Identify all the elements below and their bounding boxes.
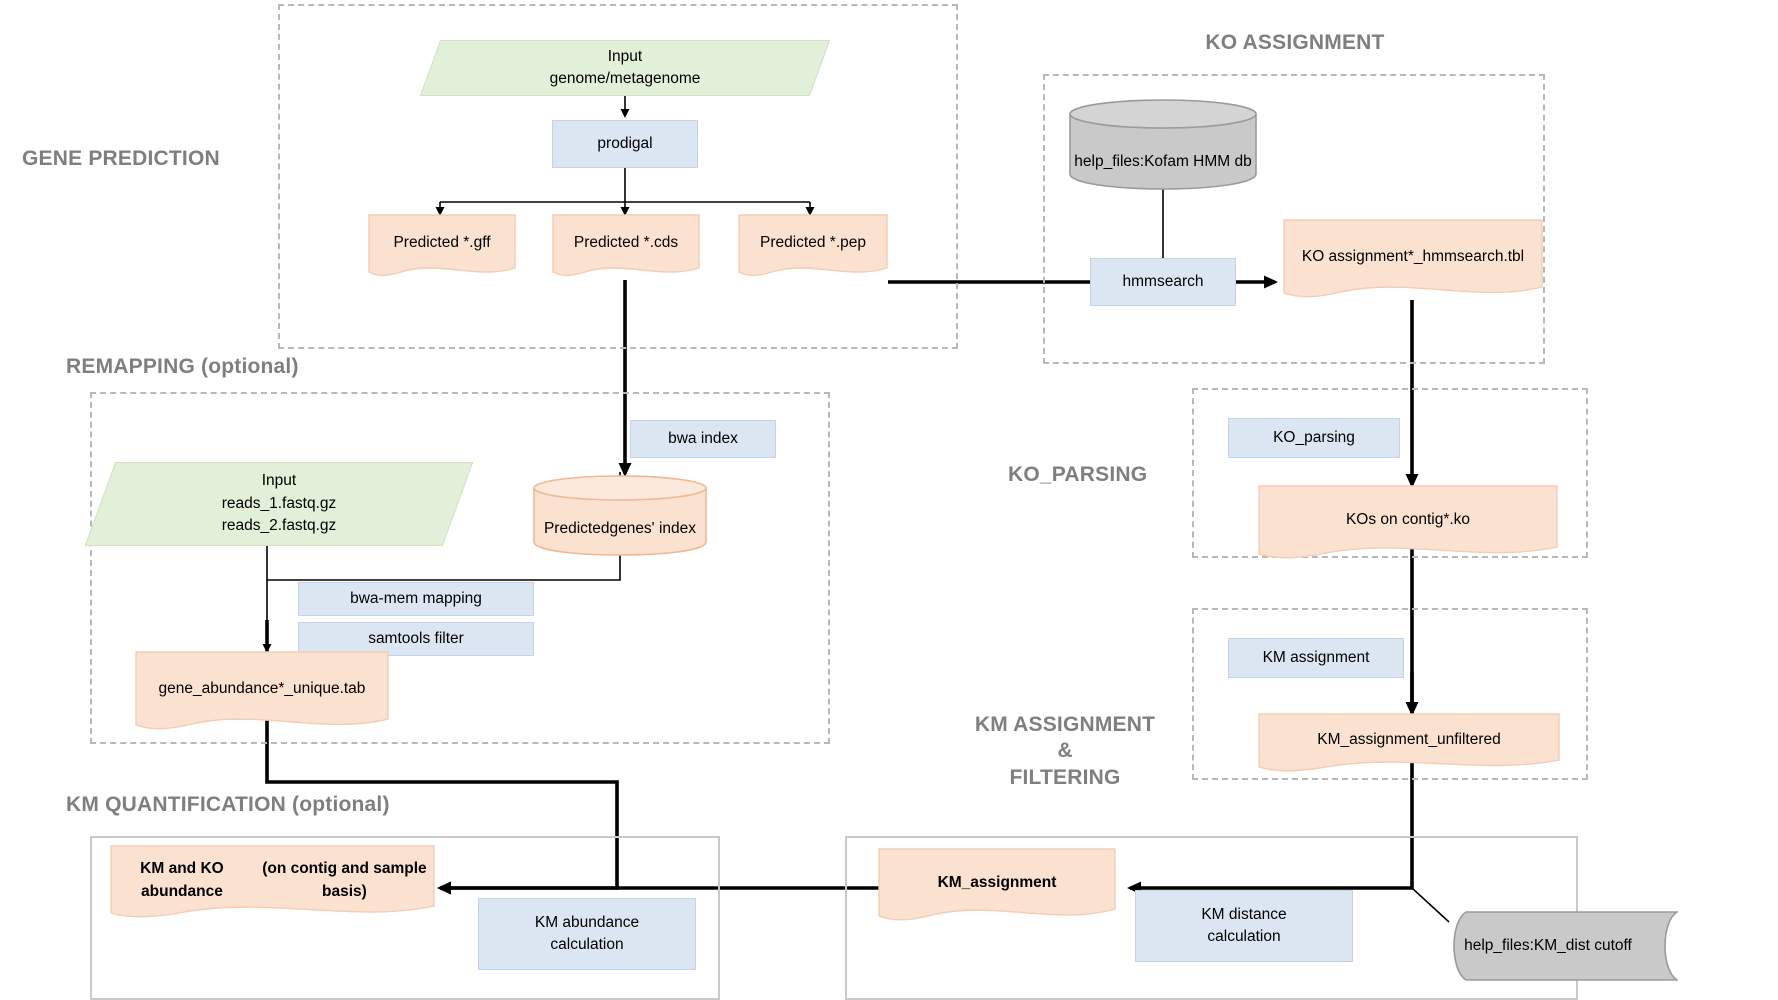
document-shape — [110, 845, 435, 918]
node-km-assignment-output[interactable]: KM_assignment — [878, 848, 1116, 926]
node-kos-on-contig[interactable]: KOs on contig *.ko — [1258, 485, 1558, 563]
node-input-genome[interactable]: Input genome/metagenome — [419, 40, 831, 96]
km-ko-abundance-line2: (on contig and sample basis) — [262, 859, 427, 900]
km-assignment-unfiltered-label: KM_assignment_unfiltered — [1317, 731, 1501, 749]
input-reads-line2: reads_1.fastq.gz — [221, 494, 337, 512]
bwa-mem-mapping-label: bwa-mem mapping — [350, 589, 482, 607]
kos-on-contig-line2: *.ko — [1443, 511, 1471, 529]
km-dist-cutoff-line2: KM_dist cutoff — [1533, 937, 1632, 955]
stored-data-shape — [1453, 911, 1678, 981]
node-predicted-gff[interactable]: Predicted *.gff — [368, 214, 516, 280]
document-shape — [552, 214, 700, 277]
node-input-reads[interactable]: Input reads_1.fastq.gz reads_2.fastq.gz — [84, 462, 474, 546]
group-ko-parsing — [1192, 388, 1588, 558]
node-km-distance-calculation[interactable]: KM distance calculation — [1135, 890, 1353, 962]
km-abundance-calculation-line1: KM abundance — [534, 913, 640, 931]
gene-abundance-line1: gene_abundance — [158, 680, 279, 698]
document-shape — [135, 651, 389, 730]
node-km-assignment-process[interactable]: KM assignment — [1228, 638, 1404, 678]
database-cylinder-shape — [1069, 99, 1257, 190]
km-ko-abundance-line1: KM and KO abundance — [140, 859, 224, 900]
km-assignment-output-label: KM_assignment — [937, 874, 1057, 892]
section-title-remapping: REMAPPING (optional) — [66, 355, 299, 378]
node-predicted-cds[interactable]: Predicted *.cds — [552, 214, 700, 280]
document-shape — [878, 848, 1116, 921]
document-shape — [1258, 485, 1558, 559]
ko-parsing-label: KO_parsing — [1273, 428, 1355, 446]
node-bwa-mem-mapping[interactable]: bwa-mem mapping — [298, 582, 534, 616]
group-remapping — [90, 392, 830, 744]
node-prodigal[interactable]: prodigal — [552, 120, 698, 168]
section-title-gene-prediction: GENE PREDICTION — [22, 147, 220, 170]
node-gene-abundance[interactable]: gene_abundance *_unique.tab — [135, 651, 389, 735]
group-km-quantification — [90, 836, 720, 1000]
kofam-db-line2: Kofam HMM db — [1144, 153, 1252, 171]
km-abundance-calculation-line2: calculation — [550, 936, 624, 953]
node-hmmsearch[interactable]: hmmsearch — [1090, 258, 1236, 306]
km-dist-cutoff-line1: help_files: — [1464, 937, 1534, 955]
node-km-abundance-calculation[interactable]: KM abundance calculation — [478, 898, 696, 970]
km-distance-calculation-line1: KM distance — [1201, 905, 1287, 923]
ko-assignment-tbl-line2: *_hmmsearch.tbl — [1407, 248, 1525, 266]
predicted-genes-index-line2: genes' index — [609, 520, 697, 538]
node-samtools-filter[interactable]: samtools filter — [298, 622, 534, 656]
database-cylinder-shape — [533, 475, 707, 556]
kofam-db-line1: help_files: — [1074, 153, 1145, 171]
section-title-km-quantification: KM QUANTIFICATION (optional) — [66, 793, 390, 816]
group-gene-prediction — [278, 4, 958, 349]
node-km-ko-abundance[interactable]: KM and KO abundance (on contig and sampl… — [110, 845, 435, 923]
section-title-ko-assignment: KO ASSIGNMENT — [1205, 31, 1385, 54]
section-title-ko-parsing: KO_PARSING — [1008, 463, 1148, 486]
node-ko-parsing[interactable]: KO_parsing — [1228, 418, 1400, 458]
km-assignment-process-label: KM assignment — [1262, 648, 1370, 666]
node-ko-assignment-tbl[interactable]: KO assignment *_hmmsearch.tbl — [1283, 219, 1543, 303]
input-reads-line3: reads_2.fastq.gz — [221, 517, 337, 535]
predicted-gff-label: Predicted *.gff — [393, 234, 491, 252]
document-shape — [368, 214, 516, 277]
predicted-pep-label: Predicted *.pep — [760, 234, 866, 252]
document-shape — [1258, 713, 1560, 772]
node-km-dist-cutoff[interactable]: help_files: KM_dist cutoff — [1440, 910, 1678, 982]
group-km-assignment — [1192, 608, 1588, 780]
bwa-index-label: bwa index — [668, 429, 738, 447]
predicted-cds-label: Predicted *.cds — [573, 234, 679, 252]
node-predicted-pep[interactable]: Predicted *.pep — [738, 214, 888, 280]
input-genome-line2: genome/metagenome — [549, 70, 701, 87]
node-kofam-db[interactable]: help_files: Kofam HMM db — [1068, 98, 1258, 190]
section-title-km-assignment: KM ASSIGNMENT & FILTERING — [974, 713, 1156, 789]
predicted-genes-index-line1: Predicted — [543, 520, 610, 538]
group-ko-assignment — [1043, 74, 1545, 364]
document-shape — [738, 214, 888, 277]
prodigal-label: prodigal — [597, 134, 653, 152]
input-reads-line1: Input — [261, 472, 297, 490]
km-distance-calculation-line2: calculation — [1207, 928, 1281, 945]
node-predicted-genes-index[interactable]: Predicted genes' index — [532, 474, 708, 556]
kos-on-contig-line1: KOs on contig — [1345, 511, 1444, 529]
node-bwa-index[interactable]: bwa index — [630, 420, 776, 458]
hmmsearch-label: hmmsearch — [1122, 272, 1204, 290]
document-shape — [1283, 219, 1543, 298]
ko-assignment-tbl-line1: KO assignment — [1301, 248, 1408, 266]
input-genome-line1: Input — [607, 47, 643, 65]
gene-abundance-line2: *_unique.tab — [278, 680, 366, 698]
node-km-assignment-unfiltered[interactable]: KM_assignment_unfiltered — [1258, 713, 1560, 775]
samtools-filter-label: samtools filter — [368, 629, 464, 647]
